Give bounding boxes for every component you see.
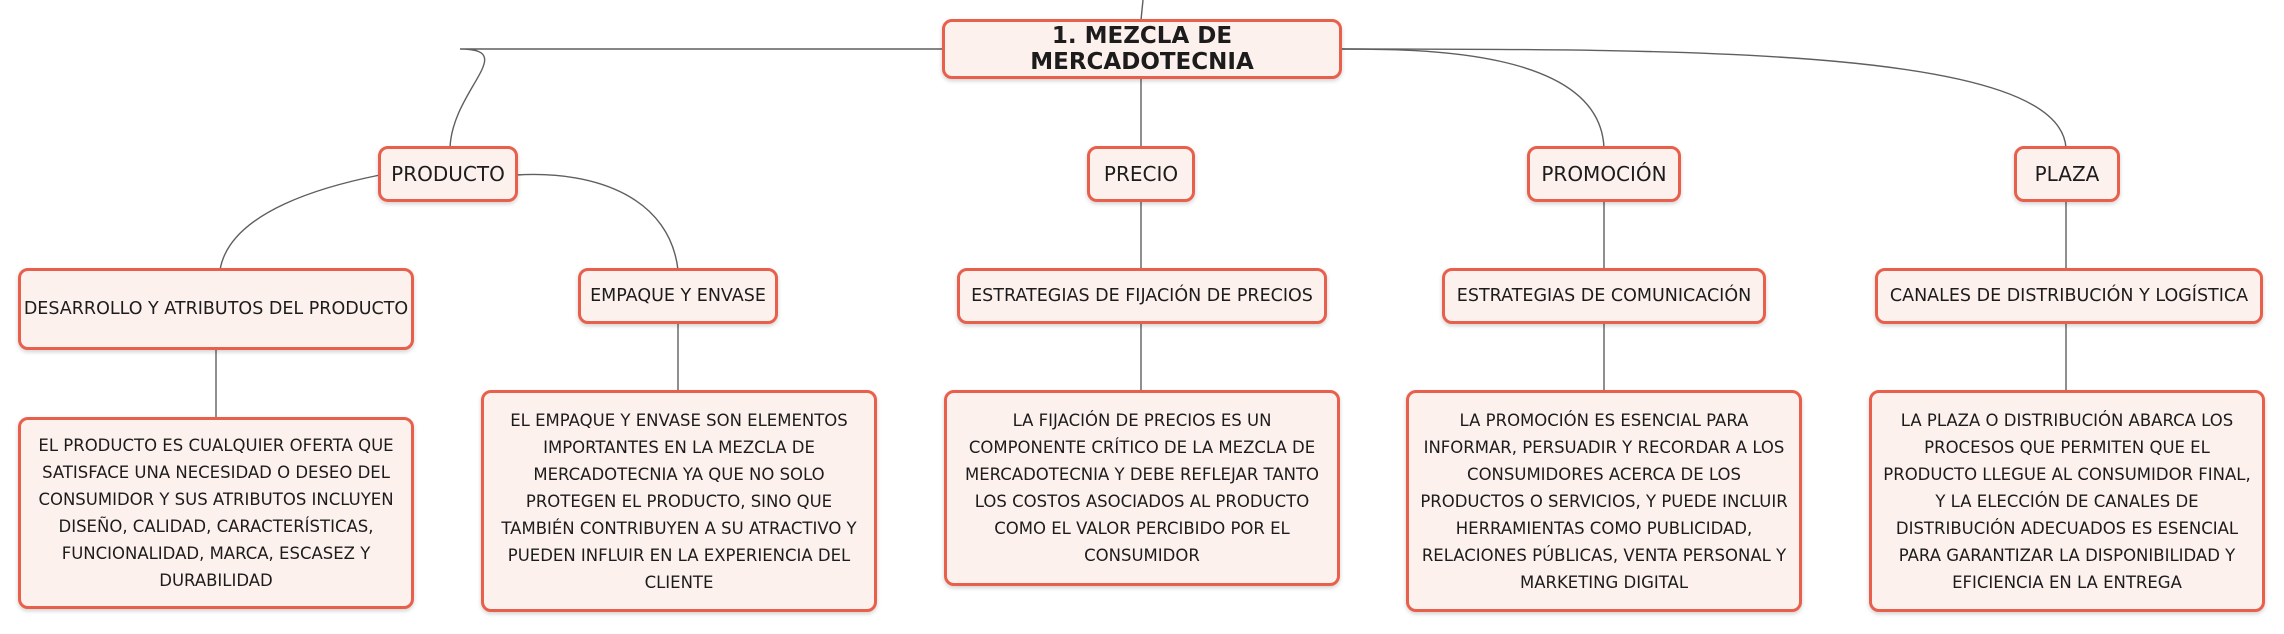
detail-line: CLIENTE [644,572,714,592]
detail-line: SATISFACE UNA NECESIDAD O DESEO DEL [42,463,390,482]
detail-line: PUEDEN INFLUIR EN LA EXPERIENCIA DEL [507,545,851,565]
detail-line: DISEÑO, CALIDAD, CARACTERÍSTICAS, [58,517,374,536]
detail-line: LOS COSTOS ASOCIADOS AL PRODUCTO [974,492,1310,511]
subtopic-fijacion-precios[interactable]: ESTRATEGIAS DE FIJACIÓN DE PRECIOS [957,268,1327,324]
detail-line: MERCADOTECNIA YA QUE NO SOLO [533,464,825,484]
topic-producto-label: PRODUCTO [391,162,505,186]
detail-line: CONSUMIDOR [1084,546,1200,565]
detail-line: FUNCIONALIDAD, MARCA, ESCASEZ Y [61,544,371,563]
subtopic-empaque-envase-label: EMPAQUE Y ENVASE [590,286,766,306]
detail-line: HERRAMIENTAS COMO PUBLICIDAD, [1455,518,1753,538]
detail-line: LA FIJACIÓN DE PRECIOS ES UN [1012,411,1272,430]
detail-line: INFORMAR, PERSUADIR Y RECORDAR A LOS [1423,437,1785,457]
detail-line: LA PROMOCIÓN ES ESENCIAL PARA [1459,410,1749,430]
detail-line: IMPORTANTES EN LA MEZCLA DE [543,437,815,457]
detail-line: COMO EL VALOR PERCIBIDO POR EL [994,519,1290,538]
root-topic[interactable]: 1. MEZCLA DE MERCADOTECNIA [942,19,1342,79]
subtopic-canales-distribucion[interactable]: CANALES DE DISTRIBUCIÓN Y LOGÍSTICA [1875,268,2263,324]
detail-line: DISTRIBUCIÓN ADECUADOS ES ESENCIAL [1895,518,2239,538]
detail-line: CONSUMIDORES ACERCA DE LOS [1467,464,1741,484]
topic-precio-label: PRECIO [1103,162,1179,186]
detail-empaque-envase[interactable]: EL EMPAQUE Y ENVASE SON ELEMENTOS IMPORT… [481,390,877,612]
subtopic-desarrollo-atributos-label: DESARROLLO Y ATRIBUTOS DEL PRODUCTO [23,299,409,319]
connector-root-promocion [1339,48,1605,149]
detail-line: MERCADOTECNIA Y DEBE REFLEJAR TANTO [964,465,1320,484]
detail-line: PROCESOS QUE PERMITEN QUE EL [1924,437,2210,457]
detail-line: PARA GARANTIZAR LA DISPONIBILIDAD Y [1898,545,2236,565]
topic-producto[interactable]: PRODUCTO [378,146,518,202]
detail-fijacion-precios[interactable]: LA FIJACIÓN DE PRECIOS ES UN COMPONENTE … [944,390,1340,586]
detail-line: TAMBIÉN CONTRIBUYEN A SU ATRACTIVO Y [501,518,857,538]
subtopic-desarrollo-atributos[interactable]: DESARROLLO Y ATRIBUTOS DEL PRODUCTO [18,268,414,350]
detail-line: CONSUMIDOR Y SUS ATRIBUTOS INCLUYEN [38,490,394,509]
detail-line: COMPONENTE CRÍTICO DE LA MEZCLA DE [968,438,1316,457]
detail-line: LA PLAZA O DISTRIBUCIÓN ABARCA LOS [1900,410,2234,430]
topic-promocion-label: PROMOCIÓN [1541,162,1667,186]
connector-top-stub [1140,0,1144,21]
detail-line: RELACIONES PÚBLICAS, VENTA PERSONAL Y [1421,545,1787,565]
detail-line: PROTEGEN EL PRODUCTO, SINO QUE [525,491,833,511]
subtopic-empaque-envase[interactable]: EMPAQUE Y ENVASE [578,268,778,324]
detail-estrategias-comunicacion[interactable]: LA PROMOCIÓN ES ESENCIAL PARA INFORMAR, … [1406,390,1802,612]
connector-producto-desarrollo [219,174,381,271]
detail-line: Y LA ELECCIÓN DE CANALES DE [1935,491,2199,511]
topic-plaza[interactable]: PLAZA [2014,146,2120,202]
detail-line: PRODUCTO LLEGUE AL CONSUMIDOR FINAL, [1883,464,2251,484]
detail-line: EL EMPAQUE Y ENVASE SON ELEMENTOS [510,410,848,430]
detail-line: EFICIENCIA EN LA ENTREGA [1952,572,2182,592]
connector-producto-empaque [515,173,679,271]
subtopic-estrategias-comunicacion-label: ESTRATEGIAS DE COMUNICACIÓN [1456,286,1752,306]
topic-plaza-label: PLAZA [2034,162,2100,186]
subtopic-estrategias-comunicacion[interactable]: ESTRATEGIAS DE COMUNICACIÓN [1442,268,1766,324]
detail-line: PRODUCTOS O SERVICIOS, Y PUEDE INCLUIR [1420,491,1788,511]
root-topic-label: 1. MEZCLA DE MERCADOTECNIA [1030,23,1254,75]
detail-desarrollo-atributos[interactable]: EL PRODUCTO ES CUALQUIER OFERTA QUE SATI… [18,417,414,609]
connector-root-plaza [1339,48,2067,149]
topic-promocion[interactable]: PROMOCIÓN [1527,146,1681,202]
subtopic-canales-distribucion-label: CANALES DE DISTRIBUCIÓN Y LOGÍSTICA [1889,286,2249,306]
detail-canales-distribucion[interactable]: LA PLAZA O DISTRIBUCIÓN ABARCA LOS PROCE… [1869,390,2265,612]
connector-root-producto [449,48,944,149]
detail-line: DURABILIDAD [159,571,273,590]
subtopic-fijacion-precios-label: ESTRATEGIAS DE FIJACIÓN DE PRECIOS [971,286,1313,306]
detail-line: MARKETING DIGITAL [1519,572,1689,592]
detail-line: EL PRODUCTO ES CUALQUIER OFERTA QUE [38,436,394,455]
topic-precio[interactable]: PRECIO [1087,146,1195,202]
